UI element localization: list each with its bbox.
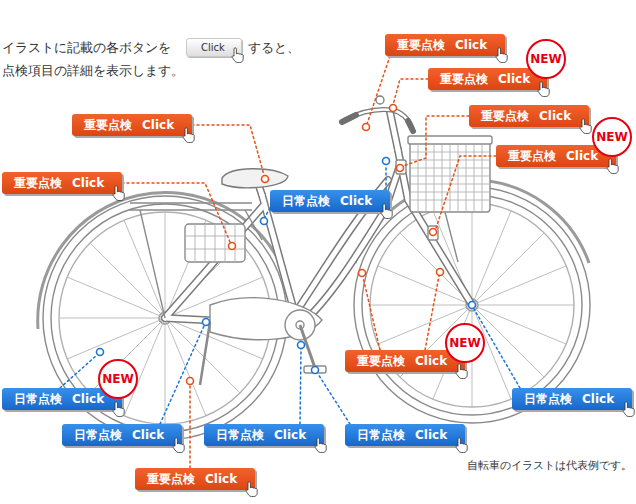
check-type: 重要点検 [14,175,62,192]
front-basket [396,136,492,262]
hand-cursor [230,47,244,63]
check-type: 重要点検 [397,37,445,54]
hand-cursor [454,363,468,379]
check-type: 日常点検 [216,427,264,444]
hand-cursor [494,47,508,63]
hand-cursor [605,158,619,174]
hand-cursor [244,481,258,497]
button-text: Click [205,472,237,486]
button-text: Click [582,392,614,406]
button-text: Click [455,38,487,52]
hand-cursor [621,401,635,417]
important-check-button: 重要点検 Click [72,114,192,136]
daily-check-button: 日常点検 Click [62,424,182,446]
note: 自転車のイラストは代表例です。 [467,458,632,473]
button-text: Click [498,72,530,86]
button-text: Click [72,176,104,190]
new-badge: NEW [592,117,632,157]
button-text: Click [340,194,372,208]
badge-text: NEW [596,130,627,144]
hand-cursor [171,437,185,453]
important-check-button: 重要点検 Click [385,34,505,56]
check-type: 日常点検 [14,391,62,408]
button-text: Click [72,392,104,406]
instruction-text: イラストに記載の各ボタンを [2,39,171,57]
check-type: 日常点検 [282,193,330,210]
instruction-text: すると、 [248,39,300,57]
hand-cursor [454,437,468,453]
drivetrain [200,298,326,385]
instruction-text: 点検項目の詳細を表示します。 [2,62,184,80]
daily-check-button: 日常点検 Click [270,190,390,212]
badge-text: NEW [449,336,480,350]
button-text: Click [566,149,598,163]
check-type: 日常点検 [524,391,572,408]
hand-cursor [111,185,125,201]
click-button: Click [186,38,242,57]
badge-text: NEW [530,52,561,66]
check-type: 重要点検 [84,117,132,134]
badge-text: NEW [102,372,133,386]
button-text: Click [142,118,174,132]
important-check-button: 重要点検 Click [428,68,547,90]
check-type: 重要点検 [440,71,488,88]
check-type: 日常点検 [357,427,405,444]
front-wheel [354,180,590,423]
button-text: Click [132,428,164,442]
check-type: 重要点検 [147,471,195,488]
daily-check-button: 日常点検 Click [345,424,465,446]
button-text: Click [415,354,447,368]
button-text: Click [274,428,306,442]
check-type: 重要点検 [357,353,405,370]
leader-lines [60,56,520,468]
important-check-button: 重要点検 Click [469,105,589,127]
hand-cursor [379,203,393,219]
hand-cursor [578,118,592,134]
daily-check-button: 日常点検 Click [204,424,324,446]
check-type: 日常点検 [74,427,122,444]
button-text: Click [201,42,225,53]
inspection-points [97,105,476,385]
daily-check-button: 日常点検 Click [512,388,632,410]
new-badge: NEW [445,323,485,363]
button-text: Click [415,428,447,442]
hand-cursor [536,81,550,97]
new-badge: NEW [526,39,566,79]
new-badge: NEW [98,359,138,399]
important-check-button: 重要点検 Click [2,172,122,194]
saddle [222,169,288,188]
check-type: 重要点検 [508,148,556,165]
check-type: 重要点検 [481,108,529,125]
hand-cursor [181,127,195,143]
button-text: Click [539,109,571,123]
important-check-button: 重要点検 Click [135,468,255,490]
hand-cursor [313,437,327,453]
hand-cursor [111,401,125,417]
